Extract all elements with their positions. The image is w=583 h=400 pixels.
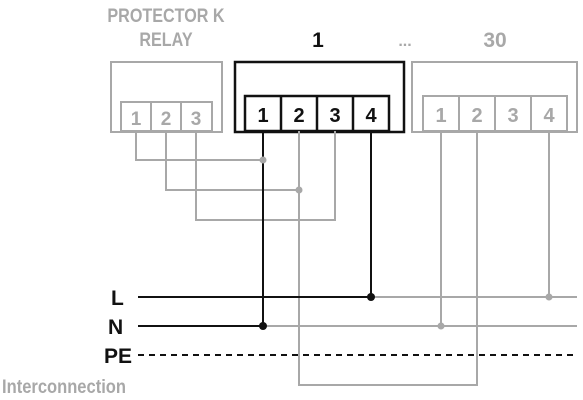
relay-wire-3 <box>195 131 336 221</box>
device-30-label: 30 <box>483 29 506 52</box>
relay-terminal-2: 2 <box>161 109 172 130</box>
device-30-terminal-2: 2 <box>471 105 482 127</box>
relay-wire-2 <box>165 131 299 191</box>
junction-dot <box>545 293 553 301</box>
junction-dot <box>259 156 267 164</box>
junction-dot <box>367 293 375 301</box>
junction-dot <box>295 186 303 194</box>
device-1-terminal-2: 2 <box>293 105 304 127</box>
relay-wire-1 <box>135 131 263 161</box>
relay-terminal-3: 3 <box>191 109 202 130</box>
junction-dot <box>259 322 267 330</box>
junction-dot <box>437 322 445 330</box>
device-1-terminal-3: 3 <box>329 105 340 127</box>
bus-pe-label: PE <box>104 345 132 368</box>
device-1-terminal-1: 1 <box>257 105 268 127</box>
device-30-terminal-3: 3 <box>507 105 518 127</box>
device-1-terminal-4: 4 <box>365 105 377 127</box>
interconnection-wire <box>298 131 478 386</box>
device-30-terminal-4: 4 <box>543 105 555 127</box>
device-30-terminal-1: 1 <box>435 105 446 127</box>
relay-title-line1: PROTECTOR K <box>107 5 224 27</box>
relay-terminal-1: 1 <box>131 109 142 130</box>
ellipsis: ... <box>398 33 411 50</box>
relay-title-line2: RELAY <box>139 29 192 51</box>
interconnection-label: Interconnection <box>2 377 126 398</box>
bus-l-label: L <box>111 287 124 310</box>
bus-n-label: N <box>108 316 123 339</box>
device-1-label: 1 <box>312 29 324 52</box>
